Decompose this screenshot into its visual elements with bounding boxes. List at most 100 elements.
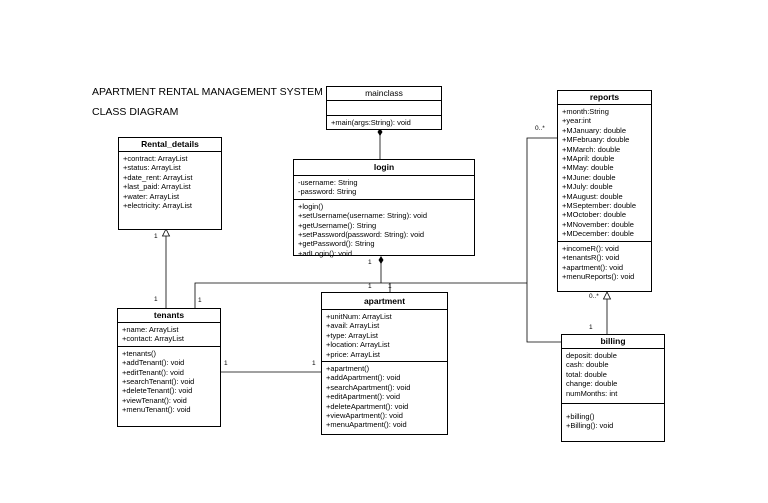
attribute: +MNovember: double [562, 219, 634, 229]
inheritance-arrow-rental [161, 228, 171, 237]
method: +viewTenant(): void [122, 395, 187, 405]
attribute: +price: ArrayList [326, 349, 380, 359]
inheritance-arrow-reports [602, 291, 612, 300]
composition-diamond-login [378, 256, 384, 264]
attribute: +year:int [562, 116, 591, 126]
attributes-section: -username: String -password: String [294, 176, 474, 200]
attribute: +MOctober: double [562, 210, 626, 220]
attribute: numMonths: int [566, 388, 618, 398]
attribute: +avail: ArrayList [326, 321, 380, 331]
class-name: login [294, 160, 474, 176]
attribute: +name: ArrayList [122, 325, 179, 334]
multiplicity-billing: 1 [589, 324, 593, 331]
attributes-section: +unitNum: ArrayList +avail: ArrayList +t… [322, 310, 447, 363]
multiplicity-tenants-rental: 1 [154, 296, 158, 303]
class-mainclass[interactable]: mainclass +main(args:String): void [326, 86, 442, 130]
method: +Billing(): void [566, 421, 614, 431]
attributes-section: +month:String +year:int +MJanuary: doubl… [558, 105, 651, 242]
method: +login() [298, 201, 324, 211]
method: +editTenant(): void [122, 367, 184, 377]
class-billing[interactable]: billing deposit: double cash: double tot… [561, 334, 665, 442]
class-name: tenants [118, 309, 220, 323]
method: +setUsername(username: String): void [298, 211, 428, 221]
attribute: +type: ArrayList [326, 330, 378, 340]
class-name: Rental_details [119, 138, 221, 152]
attribute: +MSeptember: double [562, 201, 637, 211]
attribute: +MMarch: double [562, 144, 621, 154]
attribute: +MFebruary: double [562, 135, 630, 145]
method: +apartment(): void [562, 262, 624, 272]
attributes-section: deposit: double cash: double total: doub… [562, 349, 664, 404]
multiplicity-billing-reports: 0..* [589, 293, 599, 300]
edge-bus-reports [526, 137, 557, 283]
attribute: -password: String [298, 187, 357, 197]
attribute: +MJune: double [562, 172, 616, 182]
class-apartment[interactable]: apartment +unitNum: ArrayList +avail: Ar… [321, 292, 448, 435]
class-name: mainclass [327, 87, 441, 101]
method: +menuTenant(): void [122, 405, 191, 415]
methods-section: +login() +setUsername(username: String):… [294, 200, 474, 260]
attribute: +contract: ArrayList [123, 154, 188, 163]
multiplicity-apartment-tenants: 1 [312, 360, 316, 367]
multiplicity-tenants-apartment: 1 [224, 360, 228, 367]
attribute: +MAugust: double [562, 191, 623, 201]
class-tenants[interactable]: tenants +name: ArrayList +contact: Array… [117, 308, 221, 427]
attribute: +month:String [562, 107, 609, 116]
multiplicity-apartment-bus: 1 [388, 283, 392, 290]
methods-section: +apartment() +addApartment(): void +sear… [322, 362, 447, 432]
attribute: -username: String [298, 178, 358, 187]
class-rental-details[interactable]: Rental_details +contract: ArrayList +sta… [118, 137, 222, 230]
attribute: +location: ArrayList [326, 340, 390, 350]
multiplicity-login: 1 [368, 259, 372, 266]
method: +apartment() [326, 364, 370, 374]
method: +viewApartment(): void [326, 411, 403, 421]
methods-section: +billing() +Billing(): void [562, 404, 664, 433]
methods-section: +tenants() +addTenant(): void +editTenan… [118, 347, 220, 417]
attribute: +water: ArrayList [123, 191, 180, 201]
method: +incomeR(): void [562, 243, 619, 253]
class-name: billing [562, 335, 664, 349]
methods-section: +incomeR(): void +tenantsR(): void +apar… [558, 242, 651, 284]
multiplicity-rental: 1 [154, 233, 158, 240]
attribute: change: double [566, 379, 618, 389]
edge-bus-billing [526, 283, 561, 343]
method: +tenantsR(): void [562, 253, 620, 263]
multiplicity-login-bus: 1 [368, 283, 372, 290]
attribute: +electricity: ArrayList [123, 201, 192, 211]
attribute: +date_rent: ArrayList [123, 172, 193, 182]
class-login[interactable]: login -username: String -password: Strin… [293, 159, 475, 258]
class-reports[interactable]: reports +month:String +year:int +MJanuar… [557, 90, 652, 292]
diagram-subtitle: CLASS DIAGRAM [92, 106, 179, 118]
method: +menuApartment(): void [326, 420, 407, 430]
composition-diamond-mainclass [377, 128, 383, 136]
method: +getPassword(): String [298, 239, 375, 249]
edge-tenants-bus [194, 282, 527, 309]
attributes-section: +name: ArrayList +contact: ArrayList [118, 323, 220, 347]
class-name: reports [558, 91, 651, 105]
multiplicity-reports: 0..* [535, 125, 545, 132]
attribute: cash: double [566, 360, 609, 370]
method: +getUsername(): String [298, 220, 377, 230]
multiplicity-tenants-bus: 1 [198, 297, 202, 304]
attribute: deposit: double [566, 351, 617, 360]
attribute: +status: ArrayList [123, 163, 181, 173]
attribute: +last_paid: ArrayList [123, 182, 191, 192]
methods-section: +main(args:String): void [327, 116, 441, 129]
method: +menuReports(): void [562, 271, 635, 281]
attribute: +MMay: double [562, 163, 614, 173]
attributes-section [327, 101, 441, 116]
method: +addTenant(): void [122, 358, 185, 368]
method: +editApartment(): void [326, 392, 400, 402]
method: +deleteApartment(): void [326, 401, 409, 411]
method: +adLogin(): void [298, 248, 352, 258]
method: +deleteTenant(): void [122, 386, 193, 396]
method: +tenants() [122, 348, 156, 358]
class-name: apartment [322, 293, 447, 310]
diagram-title: APARTMENT RENTAL MANAGEMENT SYSTEM [92, 86, 323, 98]
method: +setPassword(password: String): void [298, 230, 425, 240]
attribute: +unitNum: ArrayList [326, 312, 392, 321]
attribute: +MDecember: double [562, 229, 634, 239]
attribute: total: double [566, 369, 607, 379]
method: +addApartment(): void [326, 373, 401, 383]
